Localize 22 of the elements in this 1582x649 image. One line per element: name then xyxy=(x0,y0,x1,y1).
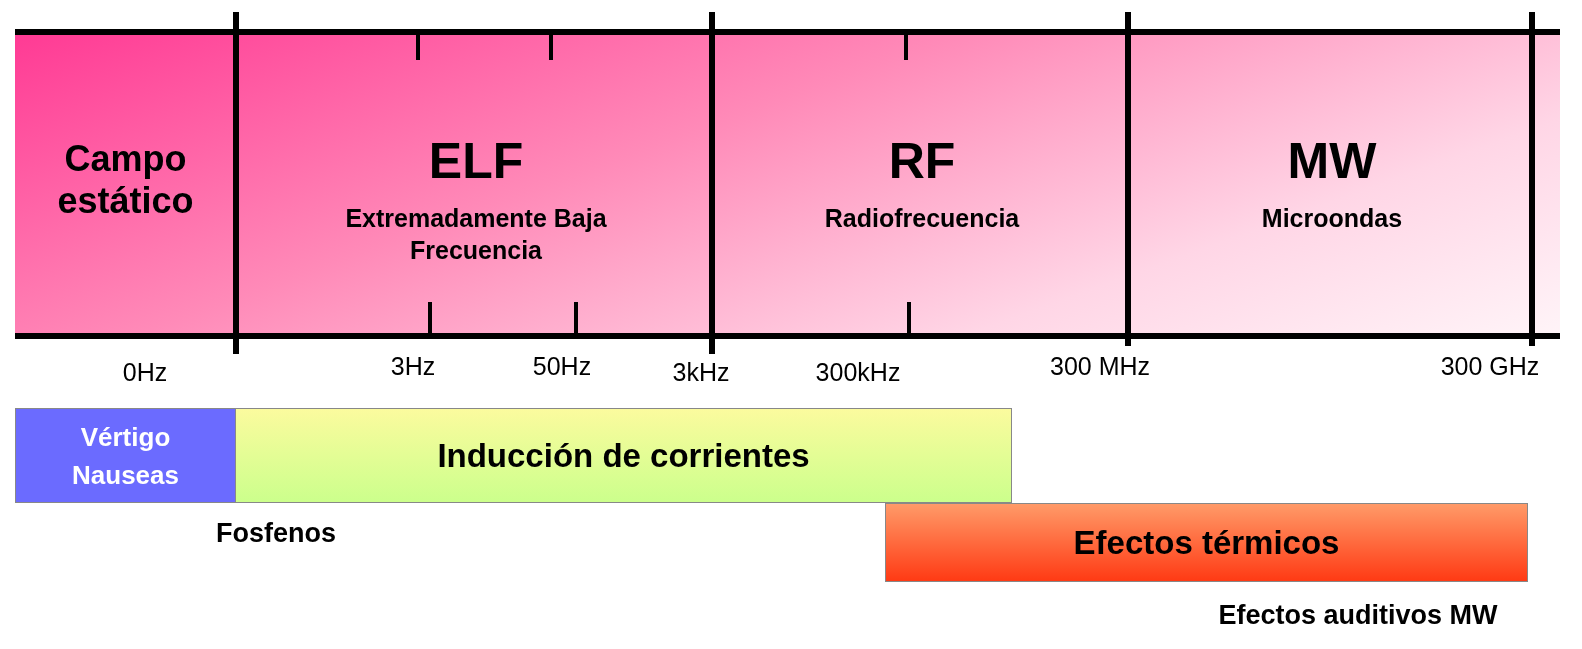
effect-bar xyxy=(885,503,1528,582)
band-title: RF xyxy=(888,132,956,190)
frequency-label: 0Hz xyxy=(122,358,168,387)
frequency-label: 50Hz xyxy=(532,352,592,381)
frequency-label: 300 GHz xyxy=(1440,352,1540,381)
frequency-label: 3Hz xyxy=(390,352,436,381)
effect-bar xyxy=(235,408,1012,503)
frequency-label: 3kHz xyxy=(672,358,730,387)
effect-label: Efectos térmicos xyxy=(1073,523,1340,562)
band-title: Campo estático xyxy=(56,138,195,222)
frequency-label: 300kHz xyxy=(815,358,901,387)
effect-label: Inducción de corrientes xyxy=(437,436,810,475)
effect-label: Vértigo Nauseas xyxy=(71,420,180,492)
band-title: MW xyxy=(1287,132,1377,190)
band-subtitle: Radiofrecuencia xyxy=(824,203,1020,234)
band-subtitle: Microondas xyxy=(1261,203,1403,234)
band-subtitle: Extremadamente Baja Frecuencia xyxy=(344,203,608,266)
effect-bar xyxy=(15,408,236,503)
frequency-label: 300 MHz xyxy=(1050,352,1150,381)
band-title: ELF xyxy=(428,132,524,190)
effect-note: Efectos auditivos MW xyxy=(1218,600,1498,631)
effect-note: Fosfenos xyxy=(216,518,336,549)
